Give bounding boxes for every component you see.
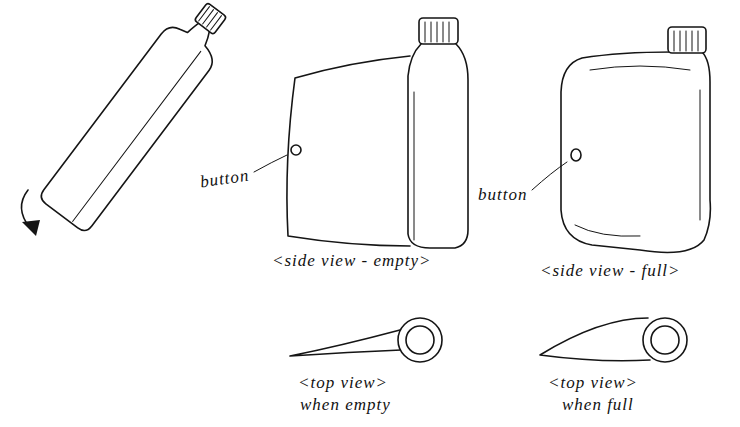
view-caption: <side view - empty> xyxy=(272,252,431,271)
side-view-full xyxy=(532,27,710,252)
top-view-full xyxy=(540,318,687,362)
bottle-cap xyxy=(419,18,458,44)
bottle-column xyxy=(408,44,468,248)
button-label: button xyxy=(199,167,251,192)
cap-top xyxy=(651,326,679,354)
leader-line xyxy=(254,155,287,172)
full-pouch-top xyxy=(540,318,650,361)
top-view-empty xyxy=(290,318,442,362)
bottle-body xyxy=(561,52,710,252)
leader-line xyxy=(532,162,567,190)
view-caption: when empty xyxy=(300,396,391,415)
fold-line xyxy=(414,92,415,240)
view-caption: <side view - full> xyxy=(540,262,681,281)
tilted-bottle xyxy=(38,0,241,234)
side-view-empty xyxy=(254,18,468,248)
shading-lines xyxy=(575,66,700,236)
bottle-cap xyxy=(668,27,706,53)
button-symbol xyxy=(571,149,581,161)
neck-ring xyxy=(643,318,687,362)
view-caption: when full xyxy=(562,396,634,415)
rotate-arrowhead xyxy=(22,220,40,236)
cap-ridges xyxy=(425,22,449,42)
neck-ring xyxy=(398,318,442,362)
button-label: button xyxy=(478,186,527,205)
bottle-cap xyxy=(194,3,226,35)
fold-line xyxy=(73,51,201,221)
button-symbol xyxy=(291,145,301,155)
cap-top xyxy=(406,326,434,354)
flat-pouch-top xyxy=(290,330,401,356)
view-caption: <top view> xyxy=(548,374,638,393)
bottle-body xyxy=(38,8,229,234)
flat-pouch xyxy=(287,56,410,246)
cap-ridges xyxy=(199,7,222,30)
cap-ridges xyxy=(674,31,698,51)
view-caption: <top view> xyxy=(298,374,388,393)
